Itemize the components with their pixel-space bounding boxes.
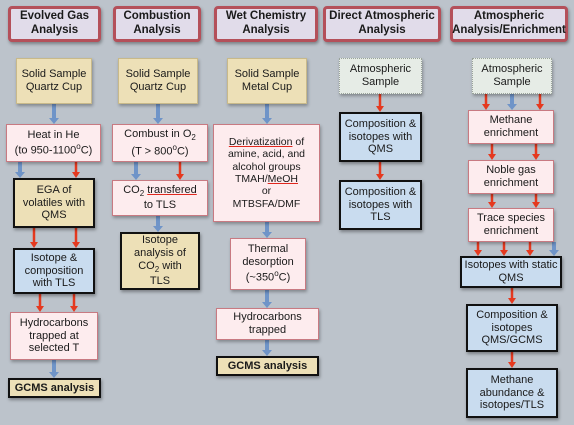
flow-arrow-head	[526, 250, 534, 256]
box-isotopes-static-qms: Isotopes with static QMS	[460, 256, 562, 288]
flow-arrow-head	[49, 118, 59, 124]
flow-arrow-head	[532, 202, 540, 208]
box-noble-gas-enrichment: Noble gas enrichment	[468, 160, 554, 194]
flow-arrow-head	[500, 250, 508, 256]
box-composition-isotopes-tls: Composition & isotopes with TLS	[339, 180, 422, 230]
box-combust-in-o2: Combust in O2(T > 800oC)	[112, 124, 208, 162]
box-methane-abundance-isotopes-tls: Methane abundance & isotopes/TLS	[466, 368, 558, 418]
flow-arrow-head	[474, 250, 482, 256]
box-hydrocarbons-trapped: Hydrocarbons trapped	[216, 308, 319, 340]
flow-arrow-head	[536, 104, 544, 110]
box-composition-isotopes-qms-gcms: Composition & isotopes QMS/GCMS	[466, 304, 558, 352]
header-evolved-gas-analysis: Evolved Gas Analysis	[8, 6, 101, 42]
flow-arrow-head	[508, 298, 516, 304]
flow-arrow-head	[262, 118, 272, 124]
flow-arrow-head	[549, 250, 559, 256]
flow-arrow-head	[262, 232, 272, 238]
flow-arrow-head	[72, 242, 80, 248]
flow-arrow-head	[262, 302, 272, 308]
flow-arrow-head	[15, 172, 25, 178]
box-gcms-analysis-1: GCMS analysis	[8, 378, 101, 398]
box-trace-species-enrichment: Trace species enrichment	[468, 208, 554, 242]
combust-in-o2-text: Combust in O2(T > 800oC)	[124, 127, 196, 158]
flow-arrow-head	[508, 362, 516, 368]
box-hydrocarbons-trapped-selected-t: Hydrocarbons trapped at selected T	[10, 312, 98, 360]
flow-arrow-head	[36, 306, 44, 312]
flow-arrow-head	[376, 174, 384, 180]
header-wet-chemistry-analysis: Wet Chemistry Analysis	[214, 6, 318, 42]
flow-arrow-head	[176, 174, 184, 180]
flow-arrow-head	[72, 172, 80, 178]
flow-arrow-head	[153, 226, 163, 232]
box-atmospheric-sample-1: Atmospheric Sample	[339, 58, 422, 94]
flow-arrow-head	[507, 104, 517, 110]
flow-arrow-head	[131, 174, 141, 180]
box-atmospheric-sample-2: Atmospheric Sample	[472, 58, 552, 94]
box-methane-enrichment: Methane enrichment	[468, 110, 554, 144]
flow-arrow-head	[488, 154, 496, 160]
box-gcms-analysis-2: GCMS analysis	[216, 356, 319, 376]
header-atmospheric-analysis-enrichment: Atmospheric Analysis/Enrichment	[450, 6, 568, 42]
box-heat-in-he: Heat in He(to 950-1100oC)	[6, 124, 101, 162]
box-ega-of-volatiles: EGA of volatiles with QMS	[13, 178, 95, 228]
flow-arrow-head	[70, 306, 78, 312]
flow-arrow-head	[532, 154, 540, 160]
box-solid-sample-metal-cup: Solid Sample Metal Cup	[227, 58, 307, 104]
header-combustion-analysis: Combustion Analysis	[113, 6, 201, 42]
flow-arrow-head	[488, 202, 496, 208]
box-isotope-composition-tls: Isotope & composition with TLS	[13, 248, 95, 294]
flow-arrow-head	[262, 350, 272, 356]
box-composition-isotopes-qms: Composition & isotopes with QMS	[339, 112, 422, 162]
flow-arrow-head	[49, 372, 59, 378]
heat-in-he-text: Heat in He(to 950-1100oC)	[14, 128, 93, 157]
flow-arrow-head	[153, 118, 163, 124]
header-direct-atmospheric-analysis: Direct Atmospheric Analysis	[323, 6, 441, 42]
flow-arrow-head	[482, 104, 490, 110]
box-solid-sample-quartz-cup-2: Solid Sample Quartz Cup	[118, 58, 198, 104]
flow-arrow-head	[30, 242, 38, 248]
box-solid-sample-quartz-cup-1: Solid Sample Quartz Cup	[16, 58, 92, 104]
flow-arrow-head	[376, 106, 384, 112]
